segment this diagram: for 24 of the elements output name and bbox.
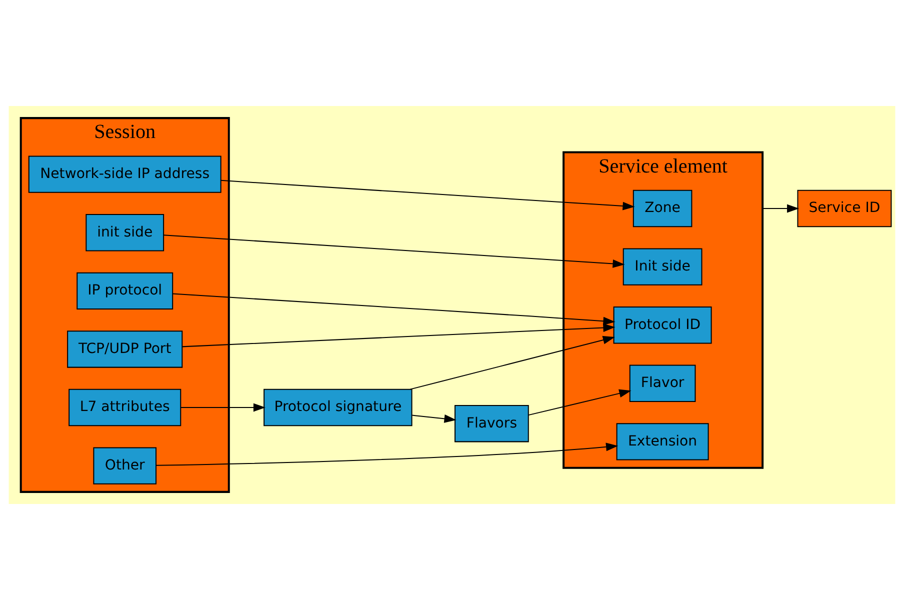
- node-box: IP protocol: [76, 272, 174, 310]
- node-box: Network-side IP address: [28, 155, 222, 192]
- node-box: Flavor: [629, 364, 696, 402]
- arrow: [528, 388, 632, 416]
- node-box: TCP/UDP Port: [67, 330, 183, 368]
- node-box: Init side: [622, 248, 702, 285]
- node-box: L7 attributes: [68, 388, 182, 426]
- node-box: Zone: [632, 189, 692, 227]
- node-box: Protocol signature: [264, 388, 412, 426]
- arrow: [410, 335, 615, 390]
- node-box: Other: [93, 446, 157, 484]
- arrow: [164, 234, 625, 268]
- node-box: init side: [86, 214, 164, 251]
- arrow: [412, 414, 456, 422]
- node-box: Flavors: [454, 404, 529, 442]
- node-box: Protocol ID: [613, 306, 712, 344]
- arrow: [172, 292, 616, 325]
- node-box: Extension: [616, 422, 709, 460]
- arrow: [156, 442, 618, 466]
- arrow: [220, 179, 635, 210]
- arrow: [182, 323, 616, 347]
- arrow: [180, 402, 266, 412]
- node-box: Service ID: [797, 189, 892, 227]
- arrow: [762, 204, 800, 212]
